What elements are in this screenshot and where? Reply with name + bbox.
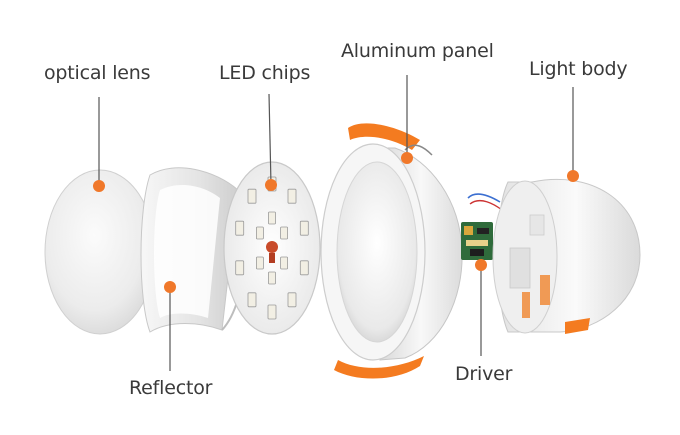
led-chip — [287, 188, 297, 204]
marker-dot-led-chips — [265, 179, 277, 191]
led-chip — [299, 260, 309, 276]
led-chip — [280, 226, 289, 240]
led-chip — [268, 211, 276, 225]
led-chip — [280, 256, 289, 270]
led-chip — [235, 220, 245, 236]
label-driver: Driver — [455, 363, 513, 385]
led-chip — [255, 226, 264, 240]
marker-dot-driver — [475, 259, 487, 271]
label-aluminum-panel: Aluminum panel — [341, 40, 494, 62]
led-chip — [299, 220, 309, 236]
led-chip — [247, 188, 257, 204]
optical-lens-part — [44, 169, 156, 335]
led-chip — [267, 304, 277, 320]
label-optical-lens: optical lens — [44, 62, 151, 84]
marker-dot-aluminum-panel — [401, 152, 413, 164]
leader-lines — [98, 75, 574, 371]
marker-dots — [93, 152, 579, 293]
label-light-body: Light body — [529, 58, 628, 80]
leader-line-led-chips — [268, 93, 272, 186]
led-chip — [235, 260, 245, 276]
marker-dot-reflector — [164, 281, 176, 293]
led-chip — [287, 292, 297, 308]
reflector-part — [140, 167, 247, 333]
marker-dot-optical-lens — [93, 180, 105, 192]
led-chip — [268, 271, 276, 285]
led-chip — [255, 256, 264, 270]
label-led-chips: LED chips — [219, 62, 311, 84]
marker-dot-light-body — [567, 170, 579, 182]
driver-board-part — [461, 193, 503, 260]
light-body-part — [492, 178, 641, 334]
led-chip — [247, 292, 257, 308]
label-reflector: Reflector — [129, 377, 213, 399]
aluminum-panel-part — [320, 123, 463, 379]
